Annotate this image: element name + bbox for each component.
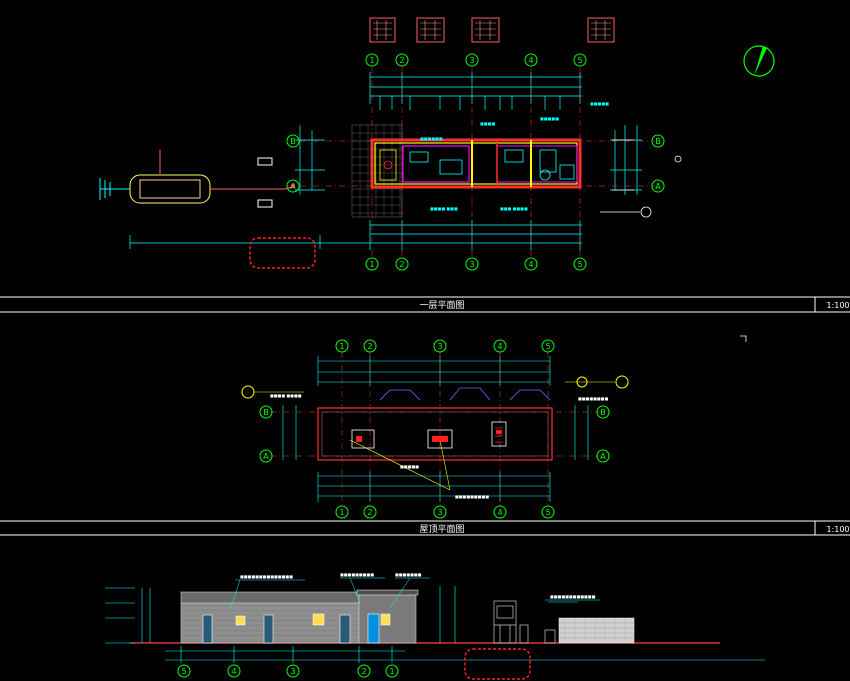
roof-axis-top-2: 2 — [367, 342, 372, 351]
roof-axis-top-5: 5 — [545, 342, 550, 351]
svg-text:■■■■■■■■: ■■■■■■■■ — [578, 396, 608, 401]
svg-text:■■■■■■: ■■■■■■ — [420, 136, 443, 141]
roof-plan-title-block: 屋顶平面图 1:100 — [0, 520, 850, 536]
roof-axis-bottom-3: 3 — [437, 508, 442, 517]
elevation-axis-5: 5 — [181, 667, 186, 676]
svg-text:■■■■ ■■■■: ■■■■ ■■■■ — [270, 393, 302, 398]
axis-label-bottom-1: 1 — [369, 260, 374, 269]
paving-hatch — [351, 124, 403, 218]
floor-plan-title-block: 一层平面图 1:100 — [0, 296, 850, 313]
elevation-axis-4: 4 — [231, 667, 236, 676]
axis-label-top-1: 1 — [369, 56, 374, 65]
svg-text:■■■■■■■■■: ■■■■■■■■■ — [340, 572, 374, 577]
roof-axis-top-3: 3 — [437, 342, 442, 351]
elevation-axis-1: 1 — [389, 667, 394, 676]
roof-axis-bottom-2: 2 — [367, 508, 372, 517]
north-arrow-icon — [743, 45, 775, 77]
svg-text:■■■ ■■■■: ■■■ ■■■■ — [500, 206, 528, 211]
svg-text:■■■■■■■■■: ■■■■■■■■■ — [455, 494, 489, 499]
axis-label-bottom-4: 4 — [528, 260, 533, 269]
roof-plan-title: 屋顶平面图 — [419, 524, 464, 535]
roof-axis-right-A: A — [600, 452, 606, 461]
svg-text:■■■■ ■■■: ■■■■ ■■■ — [430, 206, 458, 211]
svg-text:■■■■■■■: ■■■■■■■ — [395, 572, 422, 577]
site-tank — [99, 150, 296, 208]
floor-plan: 1 2 3 4 5 1 2 3 4 5 B A B A — [99, 53, 682, 271]
axis-label-bottom-2: 2 — [399, 260, 404, 269]
svg-text:■■■■■■■■■■■■: ■■■■■■■■■■■■ — [550, 594, 596, 599]
svg-text:■■■■■: ■■■■■ — [540, 116, 559, 121]
svg-text:■■■■■: ■■■■■ — [590, 101, 609, 106]
axis-label-bottom-5: 5 — [577, 260, 582, 269]
axis-label-left-B: B — [290, 137, 296, 146]
elevation-axis-3: 3 — [290, 667, 295, 676]
roof-outline — [317, 387, 553, 461]
revision-cloud — [249, 237, 316, 269]
roof-axis-top-1: 1 — [339, 342, 344, 351]
legend-stamps — [369, 17, 615, 43]
elevation-axis-2: 2 — [361, 667, 366, 676]
roof-axis-bottom-1: 1 — [339, 508, 344, 517]
elevation: ■■■■■■■■■■■■■■ ■■■■■■■■■ ■■■■■■■ ■■■■■■■… — [105, 572, 765, 680]
axis-label-bottom-3: 3 — [469, 260, 474, 269]
building-walls — [370, 138, 582, 189]
roof-axis-right-B: B — [600, 408, 606, 417]
axis-label-top-5: 5 — [577, 56, 582, 65]
roof-axis-bottom-5: 5 — [545, 508, 550, 517]
floor-plan-title: 一层平面图 — [419, 300, 464, 311]
axis-bubble-icon — [286, 53, 665, 271]
axis-label-right-B: B — [655, 137, 661, 146]
roof-plan: 1 2 3 4 5 1 2 3 4 5 B A B A — [241, 335, 747, 519]
elevation-wall-panel — [558, 617, 635, 644]
interior-fixtures — [379, 149, 575, 181]
svg-text:■■■■■: ■■■■■ — [400, 464, 419, 469]
axis-label-top-3: 3 — [469, 56, 474, 65]
axis-label-top-2: 2 — [399, 56, 404, 65]
roof-axis-left-B: B — [263, 408, 269, 417]
elevation-gate — [493, 600, 556, 644]
roof-axis-bottom-4: 4 — [497, 508, 502, 517]
svg-text:■■■■■■■■■■■■■■: ■■■■■■■■■■■■■■ — [240, 574, 293, 579]
svg-text:■■■■: ■■■■ — [480, 121, 495, 126]
roof-plan-scale: 1:100 — [826, 525, 849, 534]
elevation-revision-cloud — [464, 648, 531, 680]
axis-label-right-A: A — [655, 182, 661, 191]
roof-axis-top-4: 4 — [497, 342, 502, 351]
roof-axis-left-A: A — [263, 452, 269, 461]
floor-plan-scale: 1:100 — [826, 301, 849, 310]
axis-label-top-4: 4 — [528, 56, 533, 65]
